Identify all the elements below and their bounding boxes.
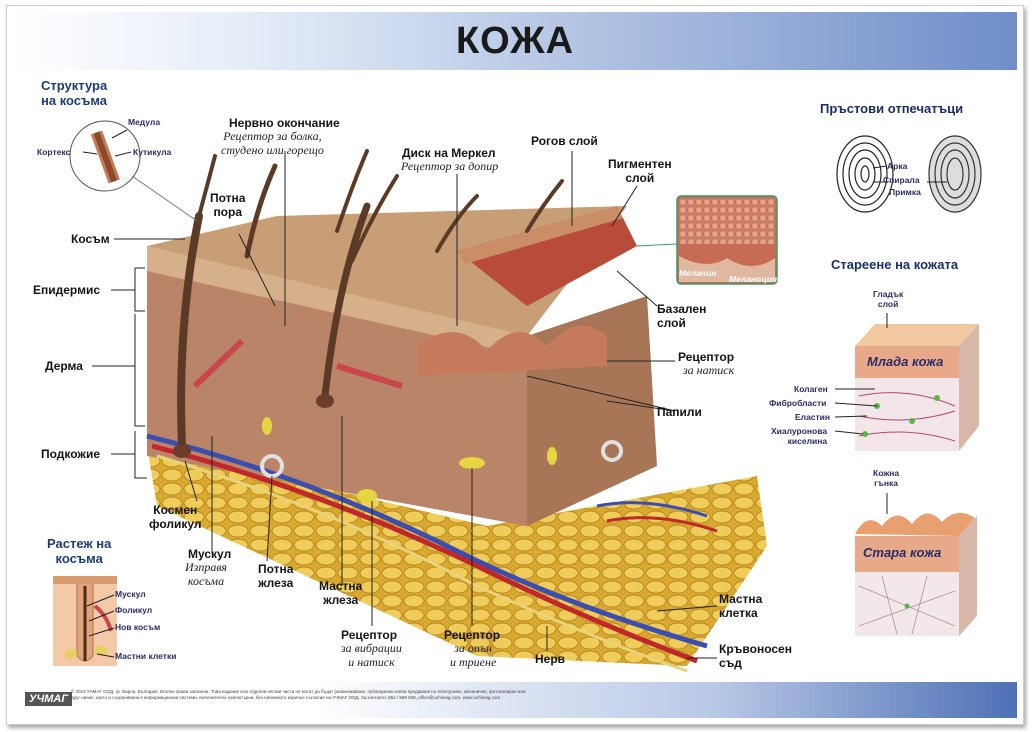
label-mastna-kletka: Мастна клетка bbox=[719, 592, 763, 620]
publisher-logo: УЧМАГ bbox=[25, 692, 73, 706]
label-kozhna-ganka: Кожна гънка bbox=[873, 468, 900, 488]
label-spirala: Спирала bbox=[883, 175, 920, 185]
label-papili: Папили bbox=[657, 405, 702, 419]
old-skin-block bbox=[855, 512, 977, 636]
label-muskul-sub: Изправя косъма bbox=[185, 560, 227, 588]
label-fibroblasti: Фибробласти bbox=[769, 398, 827, 408]
label-receptor-vibracii: Рецептор bbox=[341, 628, 398, 642]
nerve bbox=[156, 454, 688, 673]
aging-heading: Стареене на кожата bbox=[831, 257, 959, 272]
label-arka: Арка bbox=[887, 161, 908, 171]
label-kutikula: Кутикула bbox=[133, 147, 172, 157]
label-kosam: Косъм bbox=[71, 232, 110, 246]
label-receptor-vibracii-sub: за вибрации и натиск bbox=[341, 641, 402, 669]
epidermis-flap bbox=[457, 206, 637, 306]
label-elastin: Еластин bbox=[795, 412, 831, 422]
label-receptor-natisk: Рецептор bbox=[678, 350, 735, 364]
sebaceous-gland bbox=[357, 489, 377, 503]
label-melanin: Меланин bbox=[679, 268, 717, 278]
label-disk-merkel-sub: Рецептор за допир bbox=[401, 159, 499, 173]
label-disk-merkel: Диск на Меркел bbox=[402, 146, 496, 160]
footer: УЧМАГ © 2019 УЧМАГ ООД, гр. Варна, Бълга… bbox=[13, 682, 1017, 718]
hair-growth-heading: Растеж на косъма bbox=[47, 536, 112, 566]
label-potna-pora: Потна пора bbox=[210, 191, 246, 219]
label-epidermis: Епидермис bbox=[33, 283, 101, 297]
label-hg-nov-kosam: Нов косъм bbox=[115, 622, 161, 632]
label-podkozhie: Подкожие bbox=[41, 447, 100, 461]
label-nervno-okonchanie: Нервно окончание bbox=[229, 116, 340, 130]
papillae bbox=[417, 325, 607, 376]
label-mastna-zhleza: Мастна жлеза bbox=[319, 579, 363, 607]
label-kosmen-folikul: Космен фоликул bbox=[149, 503, 202, 531]
label-potna-zhleza: Потна жлеза bbox=[258, 562, 294, 590]
label-hg-muskul: Мускул bbox=[115, 589, 146, 599]
label-hg-folikul: Фоликул bbox=[115, 605, 153, 615]
vein bbox=[146, 433, 708, 649]
footer-copyright: © 2019 УЧМАГ ООД, гр. Варна, България. В… bbox=[71, 689, 526, 700]
poster: КОЖА bbox=[6, 5, 1024, 725]
label-melanocit: Меланоцит bbox=[729, 274, 780, 284]
label-mlada-kozha: Млада кожа bbox=[867, 354, 944, 369]
title-bar: КОЖА bbox=[13, 12, 1017, 70]
label-nerv: Нерв bbox=[535, 652, 566, 666]
label-kravonosen-sad: Кръвоносен съд bbox=[719, 642, 792, 670]
label-rogov-sloy: Рогов слой bbox=[531, 134, 598, 148]
label-bazalen-sloy: Базален слой bbox=[657, 302, 707, 330]
label-pigmenten-sloy: Пигментен слой bbox=[608, 157, 672, 185]
label-gladak-sloy: Гладък слой bbox=[873, 289, 904, 309]
artery bbox=[151, 443, 698, 664]
leader-lines bbox=[82, 129, 947, 659]
label-kortex: Кортекс bbox=[37, 147, 71, 157]
label-receptor-natisk-sub: за натиск bbox=[683, 363, 735, 377]
label-kolagen: Колаген bbox=[794, 384, 828, 394]
fingerprints-heading: Пръстови отпечатъци bbox=[820, 101, 964, 116]
skin-illustration bbox=[53, 120, 982, 673]
label-hialuronova: Хиалуронова киселина bbox=[771, 426, 828, 446]
label-stara-kozha: Стара кожа bbox=[863, 545, 942, 560]
fingerprint-left bbox=[836, 135, 894, 213]
label-medula: Медула bbox=[128, 117, 161, 127]
label-receptor-opan: Рецептор bbox=[444, 628, 501, 642]
label-primka: Примка bbox=[889, 187, 921, 197]
fingerprint-right bbox=[928, 135, 982, 213]
hairs bbox=[177, 149, 564, 450]
label-derma: Дерма bbox=[45, 359, 83, 373]
hair-structure-heading: Структура на косъма bbox=[41, 78, 108, 108]
hair-bulb bbox=[173, 444, 191, 458]
label-hg-mastni-kletki: Мастни клетки bbox=[115, 651, 177, 661]
hair-growth-inset bbox=[53, 576, 117, 666]
arrector-muscle bbox=[192, 338, 245, 389]
label-muskul: Мускул bbox=[188, 547, 232, 561]
label-receptor-opan-sub: за опън и триене bbox=[450, 641, 497, 669]
label-nervno-okonchanie-sub: Рецептор за болка, студено или горещо bbox=[221, 129, 324, 157]
page-title: КОЖА bbox=[455, 20, 575, 62]
young-skin-block bbox=[855, 324, 979, 451]
